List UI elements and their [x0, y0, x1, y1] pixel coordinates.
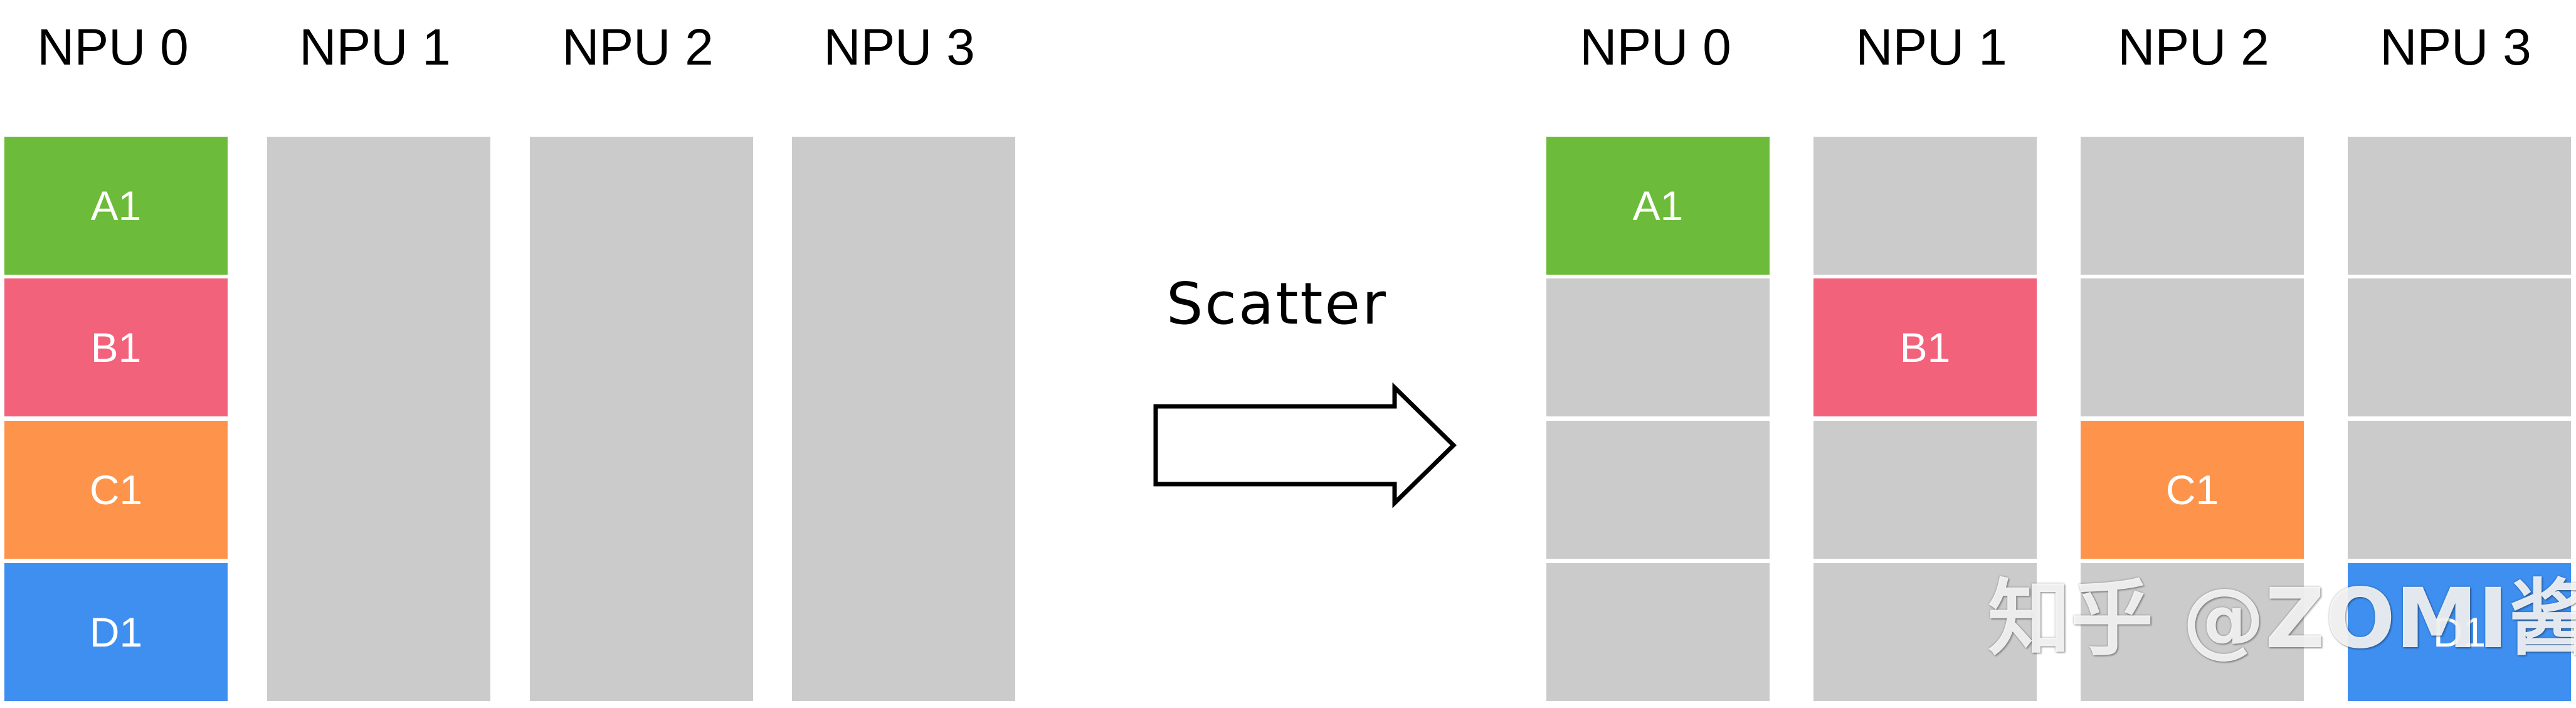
after-npu-2-cell-empty	[2081, 137, 2304, 275]
after-npu-1-label: NPU 1	[1855, 19, 2007, 76]
after-npu-0-cell-empty	[1546, 563, 1770, 701]
after-npu-0-cell-empty	[1546, 278, 1770, 416]
after-npu-2-column: C1	[2081, 137, 2304, 701]
before-npu-3-empty-block	[792, 137, 1015, 701]
after-npu-3-label: NPU 3	[2380, 19, 2531, 76]
before-npu-0-cell-b1: B1	[4, 278, 228, 416]
before-npu-1-empty-block	[267, 137, 490, 701]
after-npu-0-column: A1	[1546, 137, 1770, 701]
before-npu-0-column: A1 B1 C1 D1	[4, 137, 228, 701]
after-npu-3-cell-empty	[2348, 137, 2571, 275]
after-npu-2-cell-c1: C1	[2081, 421, 2304, 559]
before-npu-1-column	[267, 137, 490, 701]
after-npu-1-cell-empty	[1813, 137, 2037, 275]
before-npu-2-column	[530, 137, 753, 701]
after-npu-1-cell-empty	[1813, 421, 2037, 559]
after-npu-0-label: NPU 0	[1580, 19, 1731, 76]
after-npu-1-column: B1	[1813, 137, 2037, 701]
after-npu-2-cell-empty	[2081, 563, 2304, 701]
before-npu-3-column	[792, 137, 1015, 701]
after-npu-3-cell-empty	[2348, 421, 2571, 559]
before-npu-2-empty-block	[530, 137, 753, 701]
after-npu-1-cell-empty	[1813, 563, 2037, 701]
before-npu-1-label: NPU 1	[299, 19, 451, 76]
after-npu-3-cell-d1: D1	[2348, 563, 2571, 701]
after-npu-1-cell-b1: B1	[1813, 278, 2037, 416]
arrow-right-icon	[1153, 382, 1457, 509]
after-npu-3-column: D1	[2348, 137, 2571, 701]
before-npu-0-cell-c1: C1	[4, 421, 228, 559]
after-npu-2-cell-empty	[2081, 278, 2304, 416]
operation-label: Scatter	[1166, 270, 1388, 337]
before-npu-2-label: NPU 2	[562, 19, 714, 76]
after-npu-0-cell-a1: A1	[1546, 137, 1770, 275]
before-npu-0-cell-d1: D1	[4, 563, 228, 701]
before-npu-0-label: NPU 0	[37, 19, 189, 76]
before-npu-3-label: NPU 3	[823, 19, 975, 76]
after-npu-3-cell-empty	[2348, 278, 2571, 416]
after-npu-2-label: NPU 2	[2118, 19, 2269, 76]
before-npu-0-cell-a1: A1	[4, 137, 228, 275]
after-npu-0-cell-empty	[1546, 421, 1770, 559]
